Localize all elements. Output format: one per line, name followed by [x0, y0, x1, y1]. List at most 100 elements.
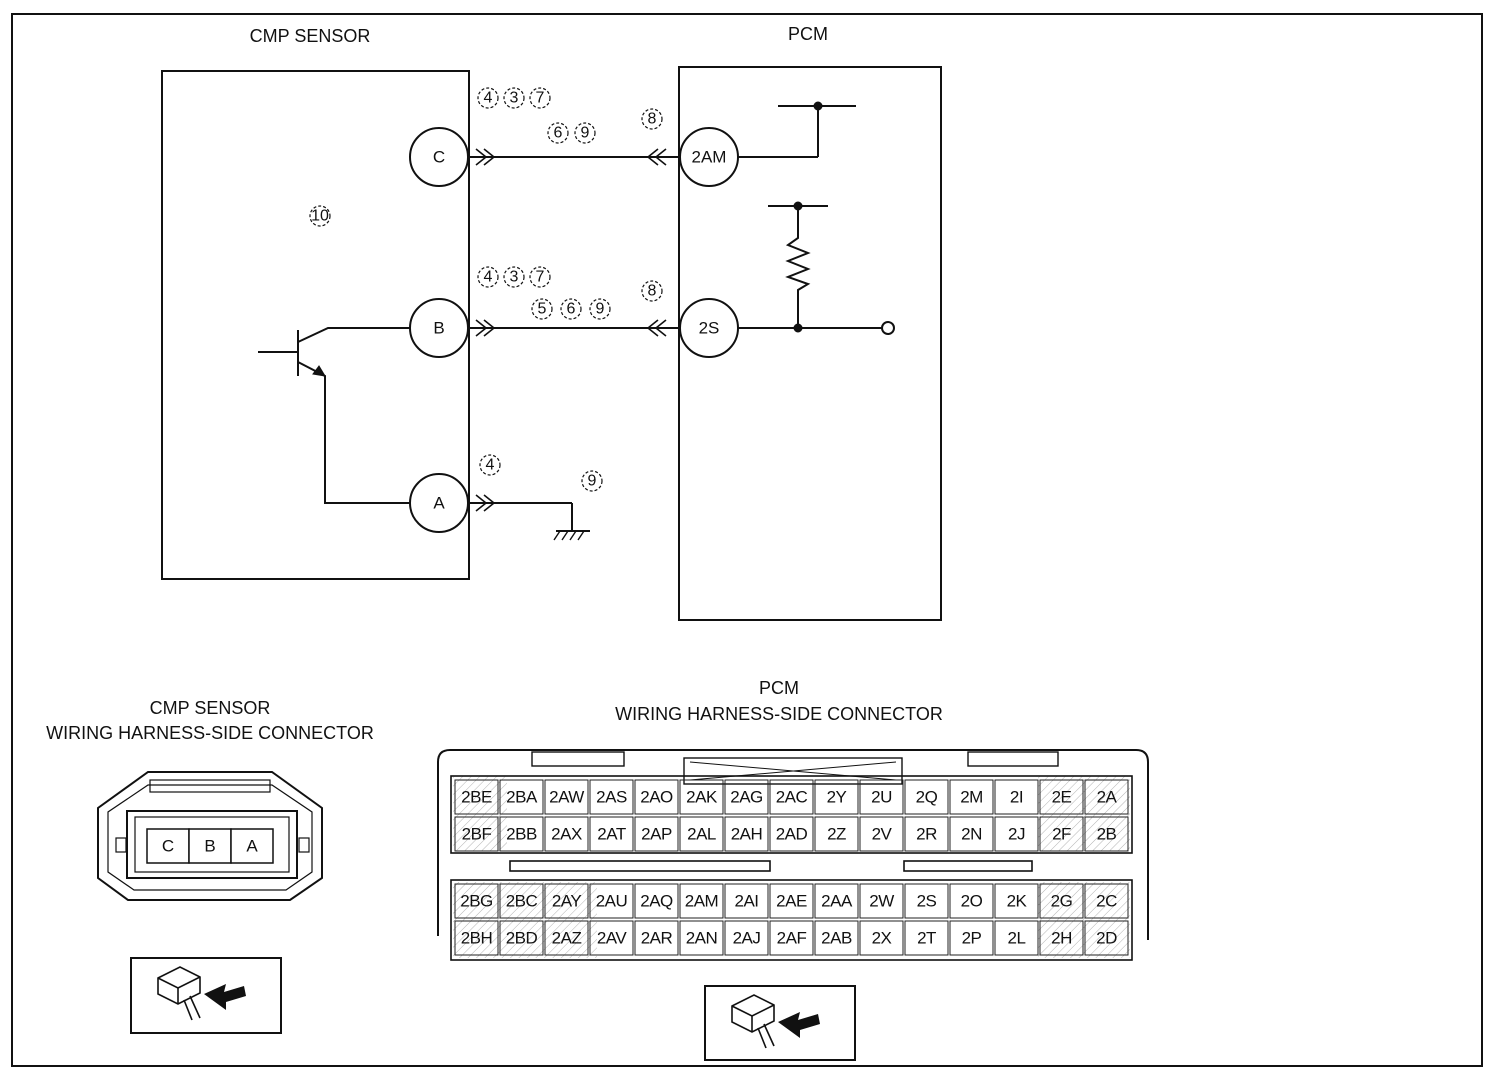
pcm-terminal-2b: 2B: [1084, 816, 1129, 852]
svg-text:2AU: 2AU: [596, 892, 628, 911]
pcm-terminal-2be: 2BE: [454, 779, 499, 815]
svg-text:2N: 2N: [961, 825, 982, 844]
pcm-terminal-2q: 2Q: [904, 779, 949, 815]
pcm-pin-2am: 2AM: [679, 127, 739, 187]
svg-text:2BF: 2BF: [462, 825, 492, 844]
svg-text:2P: 2P: [962, 929, 982, 948]
svg-text:2T: 2T: [917, 929, 936, 948]
ref-number: 6: [560, 298, 582, 320]
svg-text:2BE: 2BE: [461, 788, 492, 807]
svg-text:2AN: 2AN: [686, 929, 718, 948]
svg-text:2K: 2K: [1007, 892, 1028, 911]
pcm-terminal-2aa: 2AA: [814, 883, 859, 919]
ref-number: 9: [589, 298, 611, 320]
svg-text:2J: 2J: [1008, 825, 1025, 844]
ref-number: 4: [479, 454, 501, 476]
pcm-terminal-2w: 2W: [859, 883, 904, 919]
svg-text:2AM: 2AM: [692, 148, 727, 167]
svg-text:2AY: 2AY: [552, 892, 582, 911]
svg-text:B: B: [433, 319, 444, 338]
cmp-sensor-title: CMP SENSOR: [250, 26, 371, 46]
pcm-terminal-2az: 2AZ: [544, 920, 589, 956]
pcm-terminal-2bc: 2BC: [499, 883, 544, 919]
svg-text:2G: 2G: [1051, 892, 1073, 911]
transistor-icon: [258, 327, 410, 504]
svg-text:3: 3: [510, 90, 519, 107]
pcm-terminal-2ag: 2AG: [724, 779, 769, 815]
svg-text:2U: 2U: [871, 788, 892, 807]
svg-text:2AH: 2AH: [731, 825, 763, 844]
svg-text:3: 3: [510, 269, 519, 286]
pcm-terminal-2af: 2AF: [769, 920, 814, 956]
pcm-box: [678, 66, 942, 621]
cmp-pin-a: A: [409, 473, 469, 533]
ref-number: 9: [574, 122, 596, 144]
pcm-terminal-2ah: 2AH: [724, 816, 769, 852]
svg-text:A: A: [433, 494, 445, 513]
svg-text:2AQ: 2AQ: [640, 892, 673, 911]
pcm-terminal-2ab: 2AB: [814, 920, 859, 956]
pcm-terminal-2g: 2G: [1039, 883, 1084, 919]
svg-text:2BC: 2BC: [506, 892, 538, 911]
svg-text:2AL: 2AL: [687, 825, 716, 844]
svg-text:2S: 2S: [917, 892, 937, 911]
svg-text:2AB: 2AB: [821, 929, 852, 948]
ref-number: 6: [547, 122, 569, 144]
pcm-pin-2s: 2S: [679, 298, 739, 358]
ref-number: 7: [529, 266, 551, 288]
pcm-terminal-2bd: 2BD: [499, 920, 544, 956]
svg-text:2I: 2I: [1010, 788, 1023, 807]
cmp-connector-pin-c: C: [162, 837, 174, 856]
pcm-terminal-2e: 2E: [1039, 779, 1084, 815]
cmp-pin-b: B: [409, 298, 469, 358]
svg-text:2BD: 2BD: [506, 929, 538, 948]
pcm-terminal-2n: 2N: [949, 816, 994, 852]
ref-number: 5: [531, 298, 553, 320]
pcm-2s-circuit: [738, 201, 895, 335]
ref-number: 4: [477, 266, 499, 288]
pcm-terminal-2au: 2AU: [589, 883, 634, 919]
svg-text:2AA: 2AA: [821, 892, 853, 911]
svg-text:2R: 2R: [916, 825, 937, 844]
pcm-connector-block: [450, 879, 1133, 961]
pcm-terminal-2aq: 2AQ: [634, 883, 679, 919]
ref-number: 9: [581, 470, 603, 492]
svg-text:2X: 2X: [872, 929, 892, 948]
svg-text:2H: 2H: [1051, 929, 1072, 948]
pcm-terminal-2k: 2K: [994, 883, 1039, 919]
pcm-terminal-2ar: 2AR: [634, 920, 679, 956]
svg-text:2O: 2O: [961, 892, 983, 911]
svg-text:9: 9: [581, 125, 590, 142]
cmp-connector-body: [97, 771, 323, 901]
pcm-connector-title-1: PCM: [759, 678, 799, 698]
svg-text:4: 4: [484, 90, 493, 107]
pcm-terminal-2at: 2AT: [589, 816, 634, 852]
cmp-connector-title-1: CMP SENSOR: [150, 698, 271, 718]
pcm-terminal-2m: 2M: [949, 779, 994, 815]
pcm-terminal-2j: 2J: [994, 816, 1039, 852]
pcm-terminal-2av: 2AV: [589, 920, 634, 956]
svg-text:2AD: 2AD: [776, 825, 808, 844]
connector-view-icon: [130, 957, 282, 1034]
svg-text:C: C: [433, 148, 445, 167]
cmp-connector-pin-a: A: [246, 837, 258, 856]
pcm-terminal-2p: 2P: [949, 920, 994, 956]
svg-text:4: 4: [486, 457, 495, 474]
pcm-terminal-2as: 2AS: [589, 779, 634, 815]
cmp-connector-pin-b: B: [204, 837, 215, 856]
pcm-connector-marks: [646, 148, 667, 337]
pcm-terminal-2aj: 2AJ: [724, 920, 769, 956]
svg-text:2M: 2M: [960, 788, 983, 807]
pcm-terminal-2ay: 2AY: [544, 883, 589, 919]
svg-text:4: 4: [484, 269, 493, 286]
svg-text:2AI: 2AI: [734, 892, 758, 911]
svg-text:8: 8: [648, 283, 657, 300]
pcm-terminal-2am: 2AM: [679, 883, 724, 919]
svg-text:2AK: 2AK: [686, 788, 718, 807]
ref-number: 10: [309, 205, 331, 227]
svg-text:2L: 2L: [1008, 929, 1026, 948]
svg-text:8: 8: [648, 111, 657, 128]
